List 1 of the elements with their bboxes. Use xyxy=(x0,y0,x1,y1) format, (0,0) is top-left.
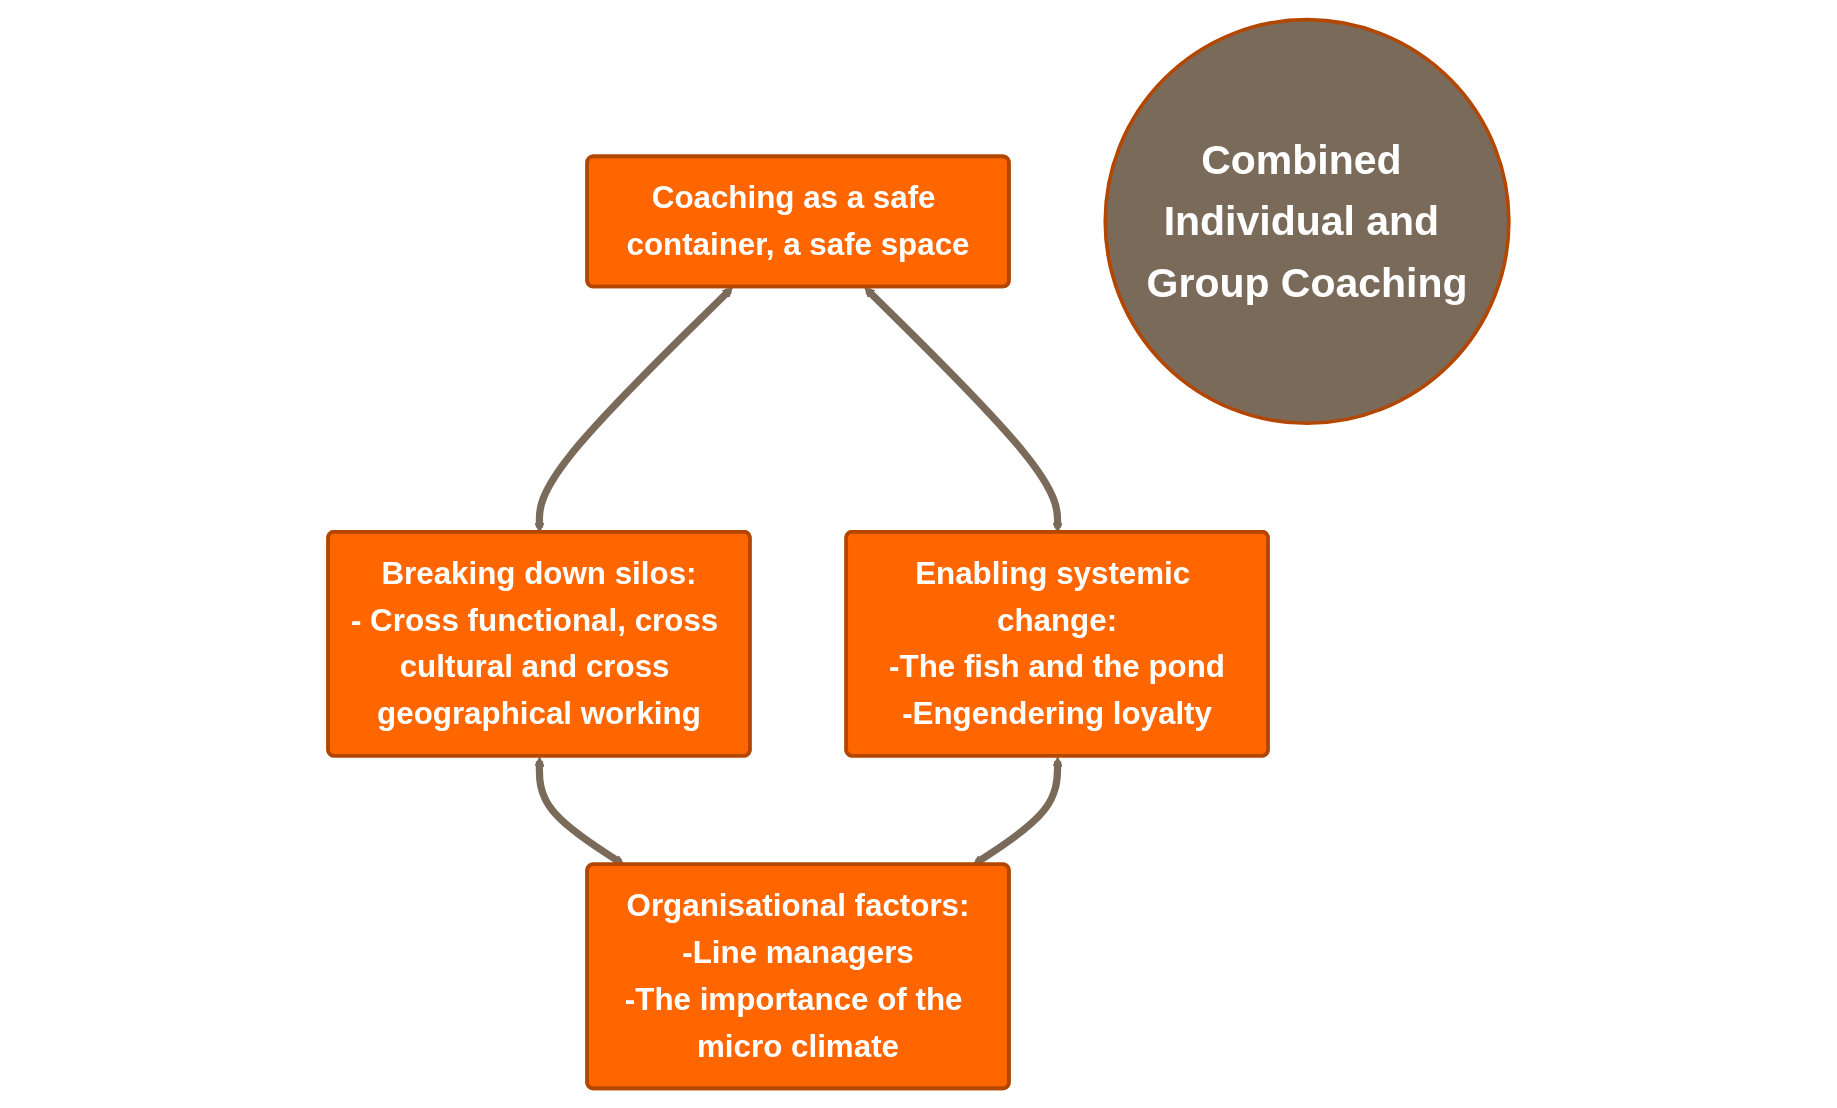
node-circle: Combined Individual and Group Coaching xyxy=(1103,17,1511,426)
